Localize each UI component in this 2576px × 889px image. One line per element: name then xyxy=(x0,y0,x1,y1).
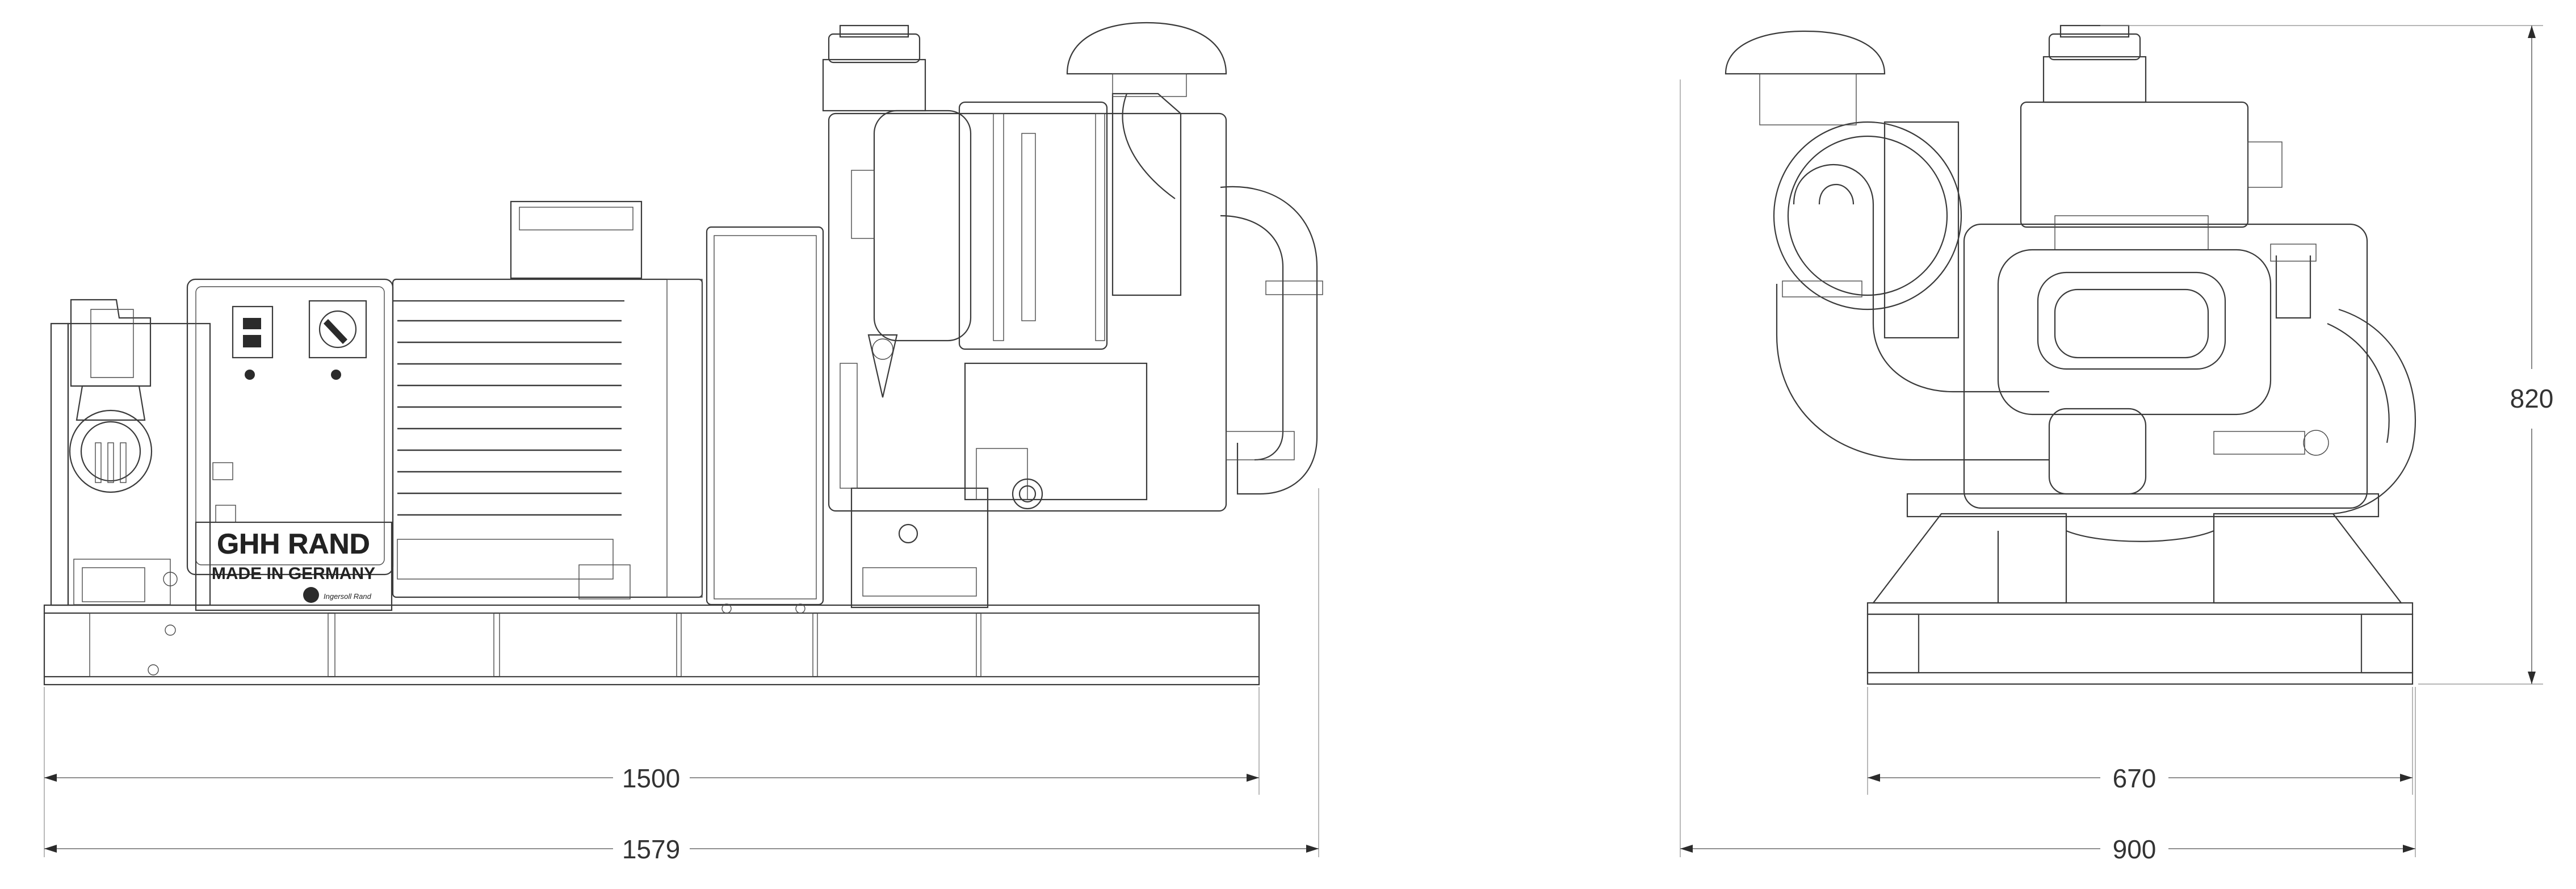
dim-side-overall-width: 900 xyxy=(2113,835,2157,864)
side-compressor-body xyxy=(1963,101,2368,509)
side-air-filter xyxy=(1725,30,1962,339)
dim-overall-height: 820 xyxy=(2510,384,2554,413)
dimensions: 1500 1579 670 900 820 xyxy=(44,25,2554,864)
side-intake-pipe xyxy=(1776,163,2147,495)
dim-side-inner-width: 670 xyxy=(2113,764,2157,793)
logo-text: Ingersoll Rand xyxy=(324,592,372,601)
compressor-block xyxy=(828,112,1227,609)
side-base-frame xyxy=(1866,602,2414,685)
side-filter-cap xyxy=(2042,24,2147,103)
ingersoll-logo-icon xyxy=(303,587,319,603)
base-frame xyxy=(43,604,1260,686)
drive-wheel xyxy=(2327,308,2416,515)
front-view: GHH RAND MADE IN GERMANY Ingersoll Rand xyxy=(43,22,1323,686)
plug-connector xyxy=(69,299,153,493)
origin-text: MADE IN GERMANY xyxy=(212,564,375,583)
brand-name: GHH RAND xyxy=(217,528,370,560)
side-view xyxy=(1725,24,2416,685)
dim-front-overall-width: 1579 xyxy=(622,835,680,864)
motor-cooling-fins xyxy=(397,320,622,516)
coupling-housing xyxy=(706,226,824,614)
discharge-pipe xyxy=(1220,186,1323,495)
filter-cap-right xyxy=(1066,22,1227,97)
dim-front-inner-width: 1500 xyxy=(622,764,680,793)
filter-cap-left xyxy=(822,24,926,112)
electric-motor xyxy=(392,200,703,599)
name-plate: GHH RAND MADE IN GERMANY Ingersoll Rand xyxy=(195,521,393,611)
mounting-feet xyxy=(1872,493,2403,604)
air-filter-housing xyxy=(851,93,1182,350)
left-bracket xyxy=(50,322,211,606)
